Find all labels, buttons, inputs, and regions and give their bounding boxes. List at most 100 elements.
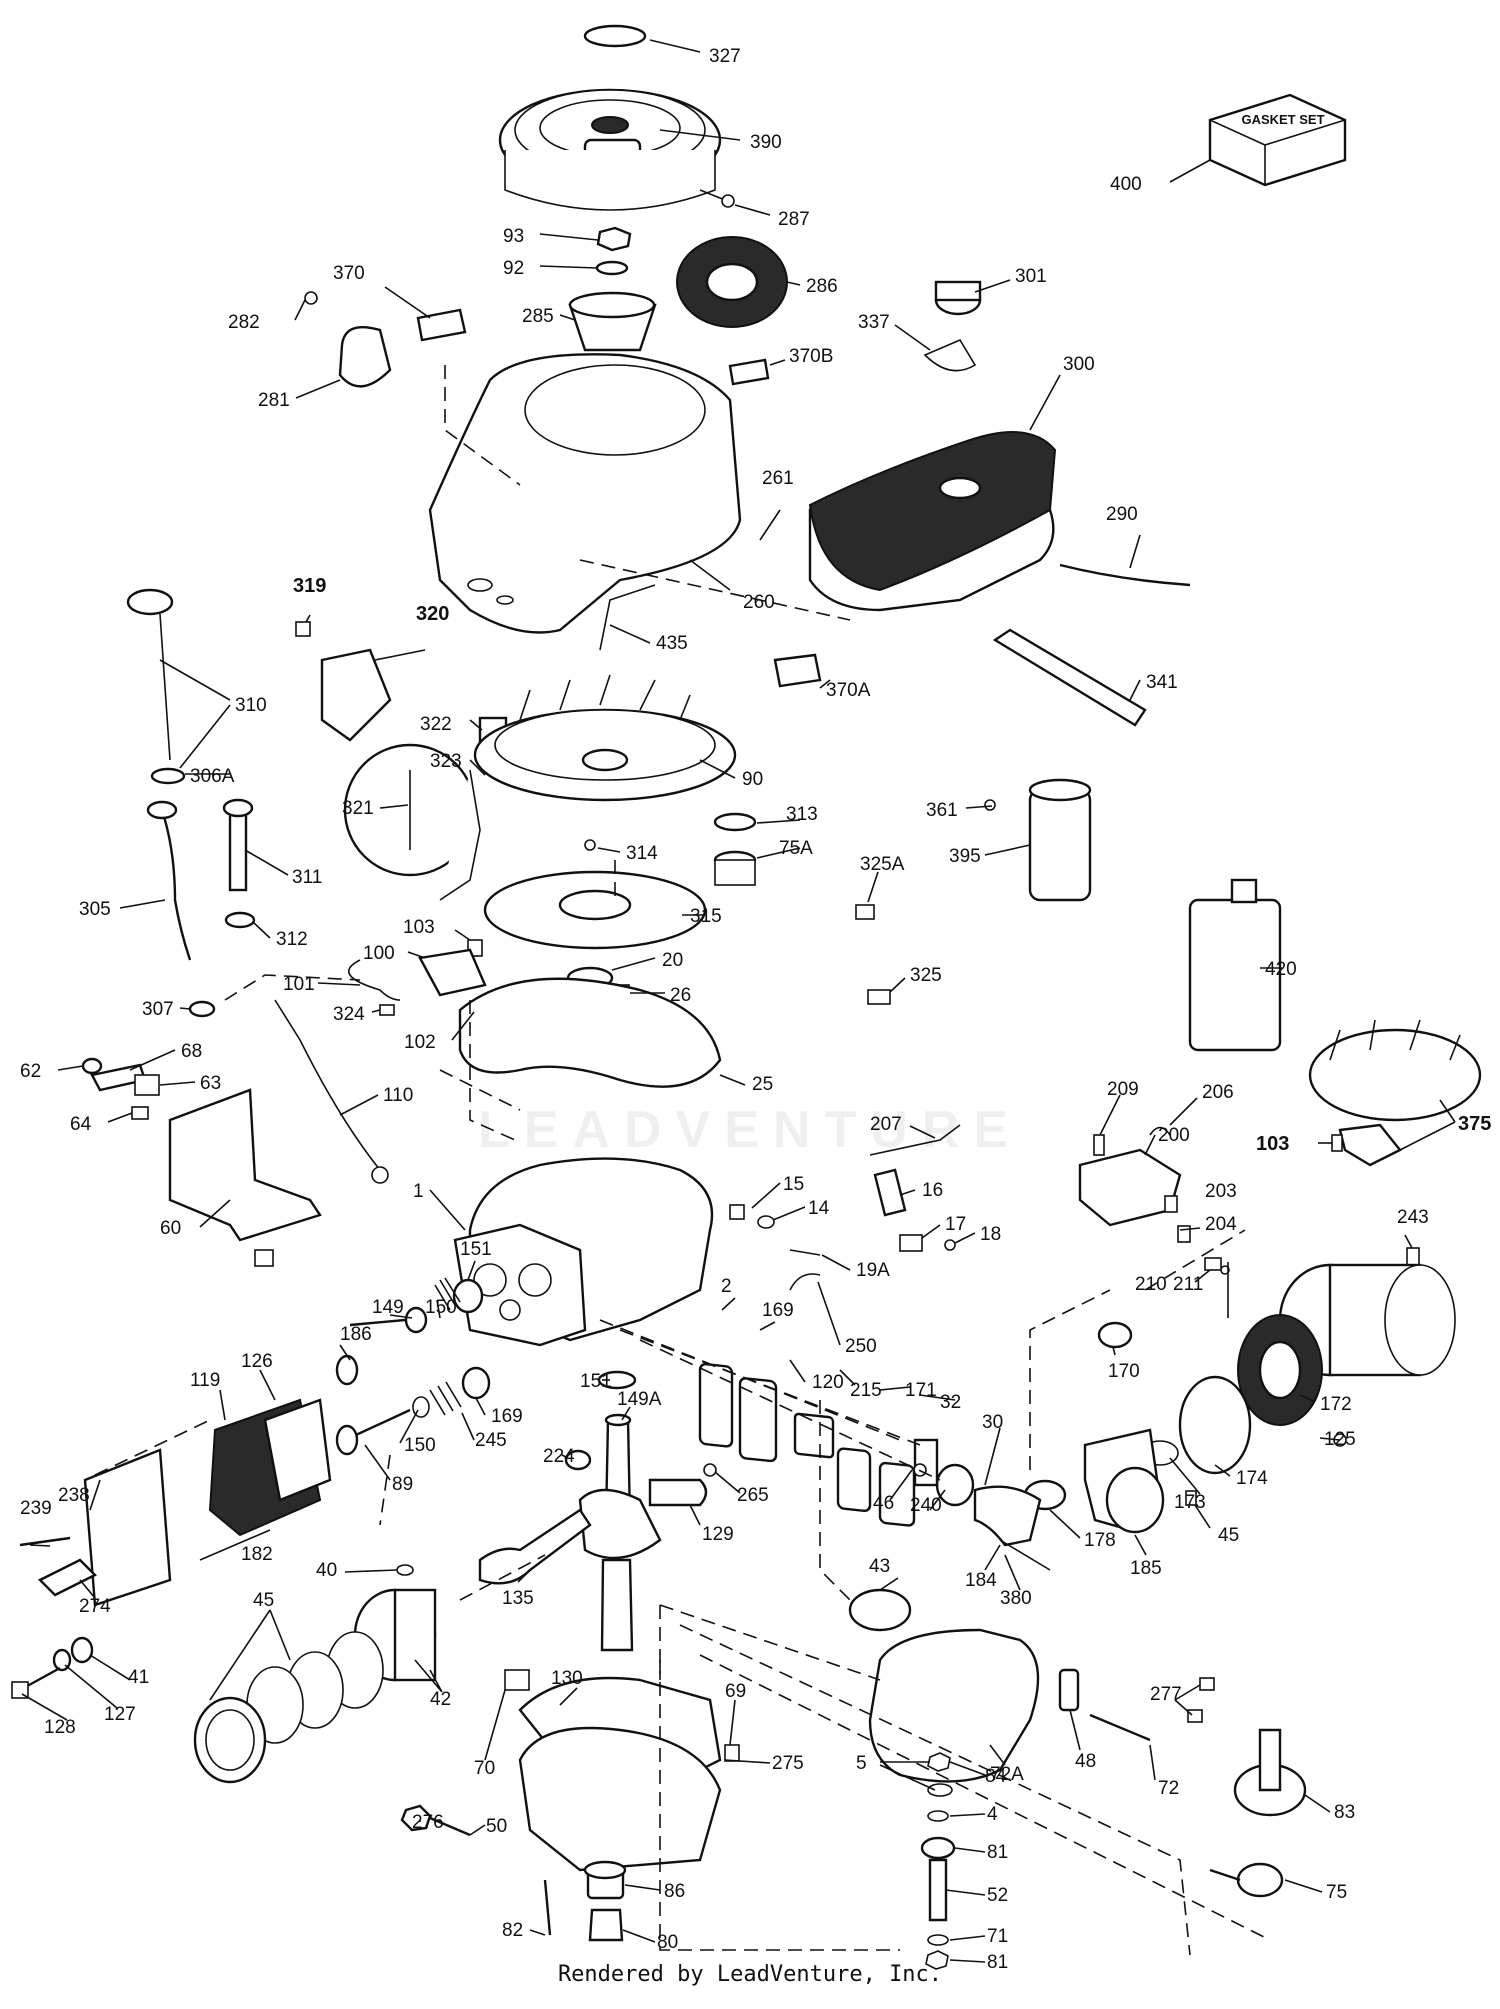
part-label[interactable]: 260	[743, 592, 775, 613]
part-label[interactable]: 310	[235, 695, 267, 716]
part-label[interactable]: 250	[845, 1336, 877, 1357]
part-label[interactable]: 125	[1324, 1429, 1356, 1450]
part-label[interactable]: 41	[128, 1667, 149, 1688]
part-label[interactable]: 274	[79, 1596, 111, 1617]
part-label[interactable]: 375	[1458, 1113, 1491, 1135]
part-label[interactable]: 119	[190, 1370, 220, 1391]
part-label[interactable]: 238	[58, 1485, 90, 1506]
part-label[interactable]: 72A	[990, 1764, 1024, 1785]
part-label[interactable]: 50	[486, 1816, 507, 1837]
part-label[interactable]: 390	[750, 132, 782, 153]
part-label[interactable]: 63	[200, 1073, 221, 1094]
part-label[interactable]: 341	[1146, 672, 1178, 693]
part-label[interactable]: 102	[404, 1032, 436, 1053]
part-label[interactable]: 337	[858, 312, 890, 333]
part-label[interactable]: 48	[1075, 1751, 1096, 1772]
part-label[interactable]: 319	[293, 575, 326, 597]
part-label[interactable]: 261	[762, 468, 794, 489]
part-label[interactable]: 64	[70, 1114, 92, 1135]
part-label[interactable]: 395	[949, 846, 981, 867]
part-label[interactable]: 60	[160, 1218, 181, 1239]
part-label[interactable]: 151	[460, 1239, 492, 1260]
part-label[interactable]: 420	[1265, 959, 1297, 980]
part-label[interactable]: 101	[283, 974, 315, 995]
part-label[interactable]: 245	[475, 1430, 507, 1451]
part-label[interactable]: 149A	[617, 1389, 662, 1410]
part-label[interactable]: 17	[945, 1214, 966, 1235]
part-label[interactable]: 370	[333, 263, 365, 284]
part-label[interactable]: 25	[752, 1074, 773, 1095]
part-label[interactable]: 182	[241, 1544, 273, 1565]
part-label[interactable]: 43	[869, 1556, 890, 1577]
part-label[interactable]: 19A	[856, 1260, 890, 1281]
part-label[interactable]: 370B	[789, 346, 833, 367]
part-label[interactable]: 243	[1397, 1207, 1429, 1228]
part-label[interactable]: 301	[1015, 266, 1047, 287]
part-label[interactable]: 184	[965, 1570, 997, 1591]
part-label[interactable]: 361	[926, 800, 958, 821]
part-label[interactable]: 315	[690, 906, 722, 927]
part-label[interactable]: 240	[910, 1495, 942, 1516]
part-label[interactable]: 103	[403, 917, 435, 938]
part-label[interactable]: 69	[725, 1681, 746, 1702]
part-label[interactable]: 83	[1334, 1802, 1355, 1823]
part-label[interactable]: 169	[491, 1406, 523, 1427]
part-label[interactable]: 92	[503, 258, 524, 279]
part-label[interactable]: 211	[1173, 1274, 1203, 1295]
part-label[interactable]: 277	[1150, 1684, 1182, 1705]
part-label[interactable]: 30	[982, 1412, 1003, 1433]
part-label[interactable]: 82	[502, 1920, 523, 1941]
part-label[interactable]: 275	[772, 1753, 804, 1774]
part-label[interactable]: 75A	[779, 838, 813, 859]
part-label[interactable]: 84	[985, 1766, 1007, 1787]
part-label[interactable]: 5	[856, 1753, 867, 1774]
part-label[interactable]: 312	[276, 929, 308, 950]
part-label[interactable]: 306A	[190, 766, 235, 787]
part-label[interactable]: 203	[1205, 1181, 1237, 1202]
part-label[interactable]: 169	[762, 1300, 794, 1321]
part-label[interactable]: 15	[783, 1174, 804, 1195]
part-label[interactable]: 75	[1326, 1882, 1347, 1903]
part-label[interactable]: 290	[1106, 504, 1138, 525]
part-label[interactable]: 172	[1320, 1394, 1352, 1415]
part-label[interactable]: 120	[812, 1372, 844, 1393]
part-label[interactable]: 42	[430, 1689, 451, 1710]
part-label[interactable]: 325	[910, 965, 942, 986]
part-label[interactable]: 45	[253, 1590, 274, 1611]
part-label[interactable]: 320	[416, 603, 449, 625]
part-label[interactable]: 281	[258, 390, 290, 411]
part-label[interactable]: 265	[737, 1485, 769, 1506]
part-label[interactable]: 72	[1158, 1778, 1179, 1799]
part-label[interactable]: 435	[656, 633, 688, 654]
part-label[interactable]: 178	[1084, 1530, 1116, 1551]
part-label[interactable]: 311	[292, 867, 322, 888]
part-label[interactable]: 4	[987, 1804, 998, 1825]
part-label[interactable]: 71	[987, 1926, 1008, 1947]
part-label[interactable]: 174	[1236, 1468, 1268, 1489]
part-label[interactable]: 20	[662, 950, 683, 971]
part-label[interactable]: 287	[778, 209, 810, 230]
part-label[interactable]: 126	[241, 1351, 273, 1372]
part-label[interactable]: 185	[1130, 1558, 1162, 1579]
part-label[interactable]: 324	[333, 1004, 365, 1025]
part-label[interactable]: 276	[412, 1812, 444, 1833]
part-label[interactable]: 370A	[826, 680, 871, 701]
part-label[interactable]: 314	[626, 843, 658, 864]
part-label[interactable]: 46	[873, 1493, 894, 1514]
part-label[interactable]: 1	[413, 1181, 424, 1202]
part-label[interactable]: 70	[474, 1758, 495, 1779]
part-label[interactable]: 81	[987, 1842, 1008, 1863]
part-label[interactable]: 150	[404, 1435, 436, 1456]
part-label[interactable]: 305	[79, 899, 111, 920]
part-label[interactable]: 62	[20, 1061, 41, 1082]
part-label[interactable]: 128	[44, 1717, 76, 1738]
part-label[interactable]: 90	[742, 769, 763, 790]
part-label[interactable]: 130	[551, 1668, 583, 1689]
part-label[interactable]: 300	[1063, 354, 1095, 375]
part-label[interactable]: 380	[1000, 1588, 1032, 1609]
part-label[interactable]: 2	[721, 1276, 732, 1297]
part-label[interactable]: 150	[425, 1297, 457, 1318]
part-label[interactable]: 86	[664, 1881, 685, 1902]
part-label[interactable]: 171	[905, 1380, 937, 1401]
part-label[interactable]: 286	[806, 276, 838, 297]
